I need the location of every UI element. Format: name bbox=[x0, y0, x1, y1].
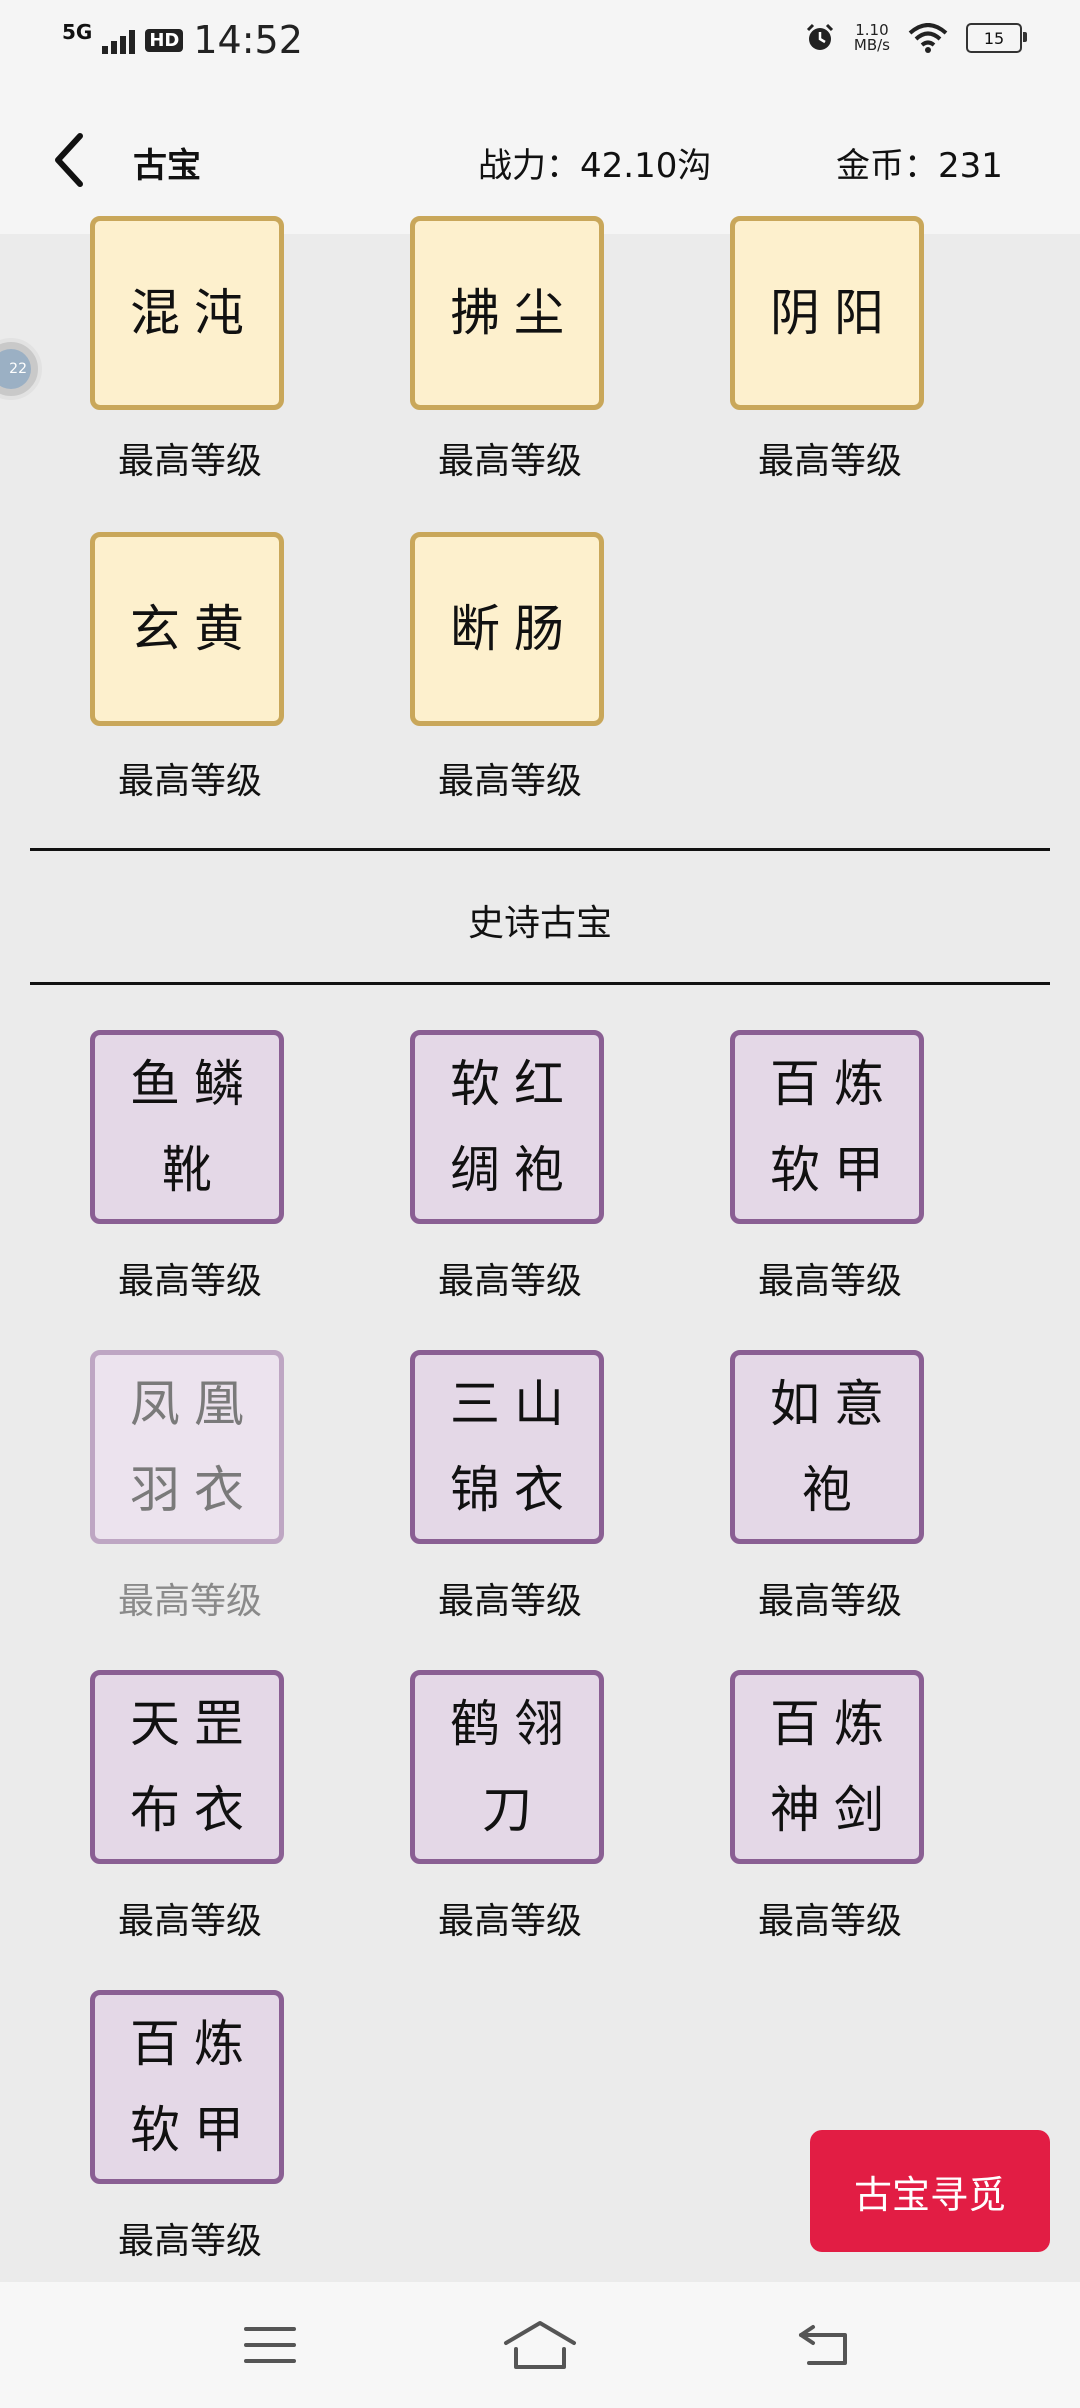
item-card-yinyang[interactable]: 阴阳 bbox=[730, 216, 924, 410]
item-name: 玄黄 bbox=[130, 600, 258, 658]
item-level: 最高等级 bbox=[437, 761, 582, 802]
status-right: 1.10 MB/s 15 bbox=[804, 22, 1027, 54]
item-level: 最高等级 bbox=[757, 441, 902, 482]
item-level: 最高等级 bbox=[757, 1581, 902, 1622]
status-bar: 5G HD 14:52 1.10 MB/s 15 bbox=[0, 0, 1080, 82]
item-name: 鱼鳞靴 bbox=[130, 1055, 258, 1199]
item-name: 凤凰羽衣 bbox=[130, 1375, 258, 1519]
item-level: 最高等级 bbox=[117, 2221, 262, 2262]
item-card-ruanhongchoupao[interactable]: 软红绸袍 bbox=[410, 1030, 604, 1224]
back-return-icon bbox=[799, 2325, 847, 2365]
battery-icon: 15 bbox=[966, 23, 1027, 53]
item-level: 最高等级 bbox=[757, 1261, 902, 1302]
hd-badge: HD bbox=[145, 28, 184, 52]
menu-button[interactable] bbox=[230, 2312, 310, 2378]
item-level: 最高等级 bbox=[117, 761, 262, 802]
item-name: 天罡布衣 bbox=[130, 1695, 258, 1839]
item-name: 三山锦衣 bbox=[450, 1375, 578, 1519]
section-divider-top bbox=[30, 848, 1050, 851]
item-name: 断肠 bbox=[450, 600, 578, 658]
item-name: 百炼神剑 bbox=[770, 1695, 898, 1839]
status-left: 5G HD 14:52 bbox=[62, 18, 303, 62]
network-speed: 1.10 MB/s bbox=[854, 23, 890, 53]
network-speed-unit: MB/s bbox=[853, 36, 890, 54]
chevron-left-icon bbox=[55, 133, 83, 187]
home-button[interactable] bbox=[500, 2312, 580, 2378]
battery-level: 15 bbox=[983, 28, 1005, 48]
item-name: 阴阳 bbox=[770, 284, 898, 342]
item-card-fuchen[interactable]: 拂尘 bbox=[410, 216, 604, 410]
item-card-yulinxue[interactable]: 鱼鳞靴 bbox=[90, 1030, 284, 1224]
item-card-bailianshenjian[interactable]: 百炼神剑 bbox=[730, 1670, 924, 1864]
item-name: 百炼软甲 bbox=[130, 2015, 258, 2159]
item-level: 最高等级 bbox=[117, 1261, 262, 1302]
item-card-hundun[interactable]: 混沌 bbox=[90, 216, 284, 410]
item-level: 最高等级 bbox=[437, 1581, 582, 1622]
item-level: 最高等级 bbox=[437, 1901, 582, 1942]
back-nav-button[interactable] bbox=[785, 2312, 865, 2378]
system-nav-bar bbox=[0, 2282, 1080, 2408]
app-header: 古宝 战力：42.10沟 金币：231 bbox=[0, 82, 1080, 234]
item-level: 最高等级 bbox=[437, 1261, 582, 1302]
item-card-tiangangbuyi[interactable]: 天罡布衣 bbox=[90, 1670, 284, 1864]
item-level: 最高等级 bbox=[117, 441, 262, 482]
network-type: 5G bbox=[62, 20, 93, 44]
item-card-xuanhuang[interactable]: 玄黄 bbox=[90, 532, 284, 726]
home-icon bbox=[504, 2321, 576, 2369]
network-speed-value: 1.10 bbox=[855, 21, 889, 39]
section-title-epic: 史诗古宝 bbox=[467, 903, 612, 944]
item-level: 最高等级 bbox=[117, 1901, 262, 1942]
wifi-icon bbox=[908, 23, 948, 53]
item-name: 混沌 bbox=[130, 284, 258, 342]
item-level: 最高等级 bbox=[757, 1901, 902, 1942]
item-name: 鹤翎刀 bbox=[450, 1695, 578, 1839]
item-card-fenghuangyuyi[interactable]: 凤凰羽衣 bbox=[90, 1350, 284, 1544]
item-card-sanshanjinyi[interactable]: 三山锦衣 bbox=[410, 1350, 604, 1544]
floating-ball-label: 22 bbox=[0, 349, 31, 389]
signal-icon bbox=[102, 26, 136, 54]
back-button[interactable] bbox=[40, 122, 100, 198]
item-card-duanchang[interactable]: 断肠 bbox=[410, 532, 604, 726]
clock: 14:52 bbox=[193, 18, 303, 62]
item-level: 最高等级 bbox=[437, 441, 582, 482]
item-card-bailianruanjia[interactable]: 百炼软甲 bbox=[730, 1030, 924, 1224]
item-level: 最高等级 bbox=[117, 1581, 262, 1622]
item-name: 软红绸袍 bbox=[450, 1055, 578, 1199]
item-name: 拂尘 bbox=[450, 284, 578, 342]
menu-icon bbox=[244, 2327, 296, 2363]
treasure-search-button[interactable]: 古宝寻觅 bbox=[810, 2130, 1050, 2252]
item-name: 如意袍 bbox=[770, 1375, 898, 1519]
power-stat: 战力：42.10沟 bbox=[478, 146, 712, 186]
item-name: 百炼软甲 bbox=[770, 1055, 898, 1199]
coin-balance: 金币：231 bbox=[836, 146, 1003, 186]
floating-ball[interactable]: 22 bbox=[0, 338, 42, 400]
alarm-icon bbox=[806, 23, 833, 50]
item-card-helingdao[interactable]: 鹤翎刀 bbox=[410, 1670, 604, 1864]
page-title: 古宝 bbox=[133, 146, 201, 186]
item-card-ruyipao[interactable]: 如意袍 bbox=[730, 1350, 924, 1544]
section-divider-bottom bbox=[30, 982, 1050, 985]
item-card-bailianruanjia-2[interactable]: 百炼软甲 bbox=[90, 1990, 284, 2184]
